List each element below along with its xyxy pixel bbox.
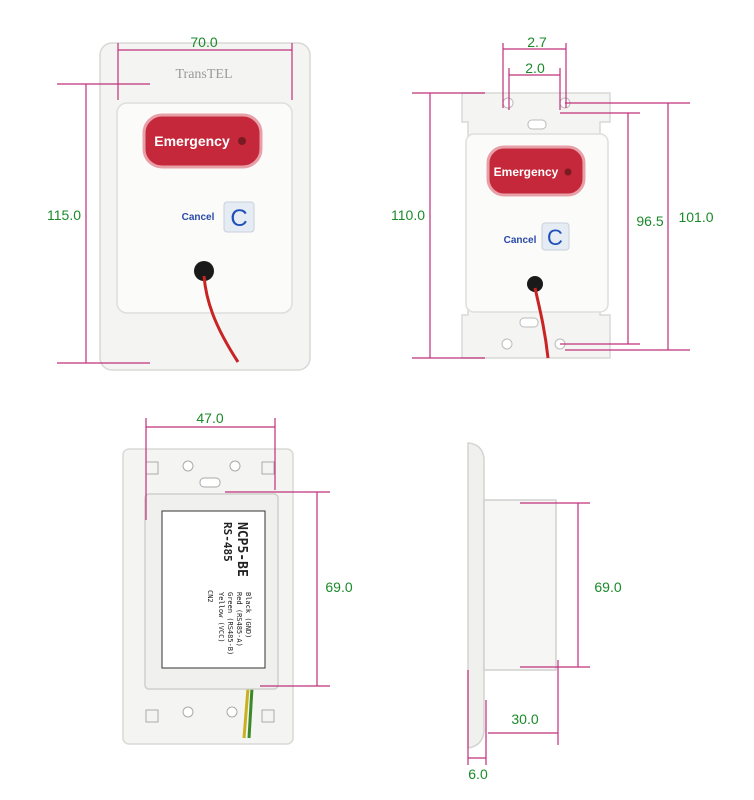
outer-height-label: 101.0 (678, 209, 713, 225)
cancel-key (541, 222, 570, 251)
side-plate (467, 442, 485, 749)
wire-green (247, 687, 254, 739)
side-height-label: 69.0 (594, 579, 621, 595)
side-depth-label: 30.0 (511, 711, 538, 727)
cancel-key (223, 201, 255, 233)
back-width-label: 47.0 (196, 410, 223, 426)
inner-height-label: 96.5 (636, 213, 663, 229)
cord-jack (527, 276, 543, 292)
screw-hole (182, 706, 194, 718)
back-view: NCP5-BE RS-485 Black (GND) Red (RS485-A)… (122, 410, 353, 745)
side-module (483, 499, 557, 671)
plate-view: Emergency Cancel C 2.7 2.0 110.0 96.5 10… (391, 34, 714, 359)
pull-cord (202, 275, 240, 363)
side-thickness-label: 6.0 (468, 766, 488, 782)
wire-yellow (242, 687, 250, 739)
cord-jack (194, 261, 214, 281)
top-outer-label: 2.7 (527, 34, 547, 50)
front-view: TransTEL Emergency Cancel C 70.0 115.0 (47, 34, 311, 371)
module-label (161, 510, 266, 669)
screw-hole (182, 460, 194, 472)
brand-logo: TransTEL (175, 67, 232, 82)
status-led (238, 137, 246, 145)
back-clip (261, 709, 275, 723)
module-model-group: NCP5-BE RS-485 (221, 522, 249, 577)
status-led (564, 168, 572, 176)
cancel-key-letter: C (547, 225, 563, 250)
front-width-label: 70.0 (190, 34, 217, 50)
cancel-label: Cancel (504, 235, 537, 246)
pin-row: Green (RS485-B) (226, 592, 234, 655)
pin-row: Red (RS485-A) (235, 592, 243, 647)
cancel-label: Cancel (182, 212, 215, 223)
cancel-key-letter: C (230, 205, 247, 232)
back-clip (261, 461, 275, 475)
mount-slot (519, 317, 539, 328)
module-model: NCP5-BE (234, 522, 249, 577)
mount-slot (199, 477, 221, 488)
module-bus: RS-485 (221, 522, 234, 562)
back-height-label: 69.0 (325, 579, 352, 595)
emergency-label: Emergency (154, 133, 230, 149)
pin-row: Yellow (VCC) (217, 592, 225, 643)
screw-hole (226, 706, 238, 718)
mount-slot (527, 119, 547, 130)
pin-row: Black (GND) (244, 592, 252, 638)
connector-label: CN2 (206, 590, 214, 603)
screw-hole (229, 460, 241, 472)
emergency-label: Emergency (494, 165, 559, 179)
top-inner-label: 2.0 (525, 60, 545, 76)
emergency-button (486, 145, 586, 197)
back-clip (145, 709, 159, 723)
pin-list: Black (GND) Red (RS485-A) Green (RS485-B… (206, 590, 252, 655)
pull-cord (533, 287, 550, 359)
mount-hole (502, 97, 514, 109)
side-view: 69.0 30.0 6.0 (467, 442, 622, 782)
front-height-label: 115.0 (47, 207, 81, 223)
plate-height-label: 110.0 (391, 207, 425, 223)
mount-hole (501, 338, 513, 350)
emergency-button (142, 113, 263, 169)
